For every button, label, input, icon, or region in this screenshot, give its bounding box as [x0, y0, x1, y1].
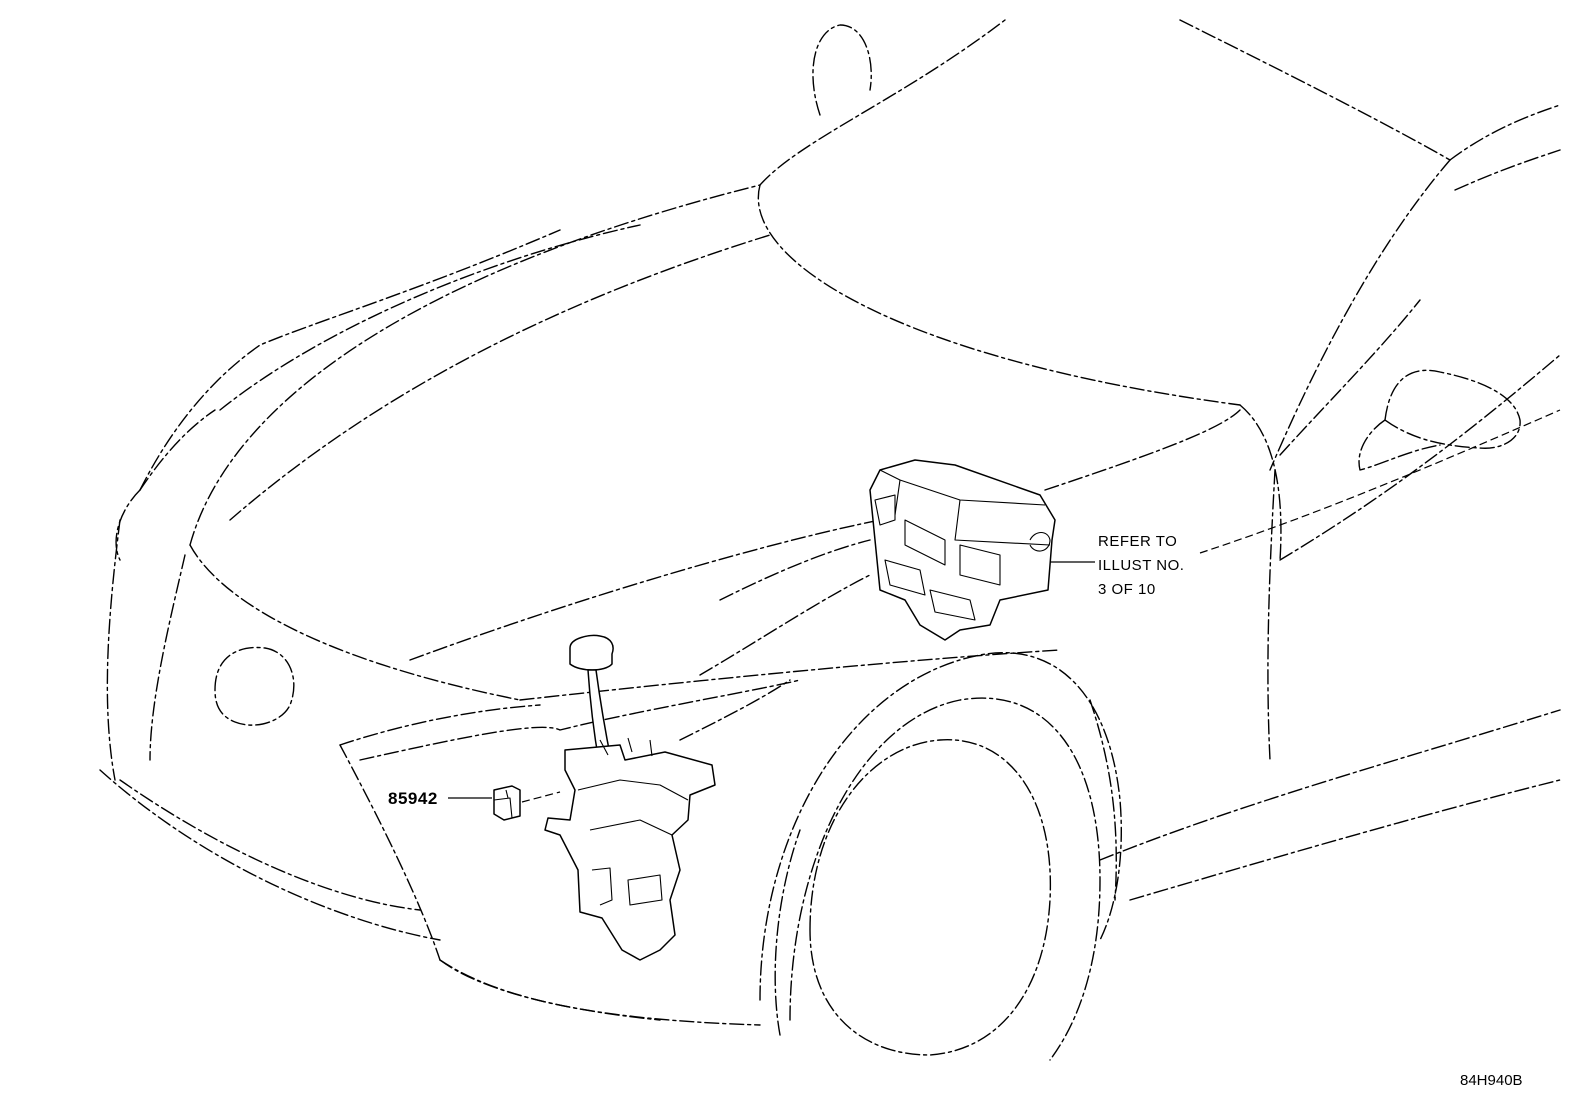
- door-front-edge: [1267, 469, 1276, 761]
- reference-note-line2: ILLUST NO.: [1098, 557, 1184, 574]
- diagram-code-label: 84H940B: [1460, 1072, 1523, 1089]
- vehicle-outline: [99, 19, 1561, 1061]
- hood-top-edge: [189, 184, 761, 546]
- relay-block-cover: [879, 469, 1046, 506]
- reservoir-rib-2: [591, 867, 613, 906]
- inner-fender-line-2: [679, 679, 791, 741]
- relay-85942-body: [493, 785, 521, 821]
- hood-crease-left: [219, 224, 641, 411]
- grille-edge: [119, 779, 421, 911]
- side-crease-lower: [1099, 709, 1561, 861]
- side-mirror: [1384, 369, 1521, 449]
- wheel-arch: [759, 652, 1122, 1001]
- fog-lamp: [214, 646, 295, 726]
- hood-front-edge: [189, 544, 521, 701]
- spindle-grille-right: [339, 704, 541, 746]
- rocker-line: [1129, 779, 1561, 901]
- lower-lip: [439, 959, 661, 1021]
- headlight-inner: [139, 409, 216, 491]
- wheel-rim: [809, 739, 1052, 1056]
- part-85942-relay: [493, 785, 561, 821]
- tire-inner: [774, 829, 801, 1036]
- roof-rear: [1449, 104, 1561, 161]
- antenna-shape: [812, 24, 872, 116]
- relay-block-body: [869, 459, 1056, 641]
- reservoir-pump-port: [599, 737, 653, 757]
- front-face-left: [106, 519, 121, 781]
- relay-block-connector: [1029, 531, 1051, 552]
- mirror-base: [1358, 419, 1441, 471]
- fender-top: [1239, 404, 1282, 561]
- callout-leader-reference-dash: [1199, 409, 1561, 554]
- reservoir-tank: [544, 744, 716, 961]
- relay-block-top-edge: [894, 479, 1051, 546]
- relay-block-assembly: [869, 459, 1056, 641]
- reservoir-cap: [569, 634, 614, 671]
- tire-outer: [789, 697, 1101, 1061]
- hood-crease-mid: [229, 234, 771, 521]
- a-pillar: [1269, 159, 1451, 471]
- relay-block-rib-1: [904, 519, 946, 566]
- front-face-outer: [115, 489, 141, 561]
- inner-fender-line: [359, 679, 801, 761]
- reference-note-line3: 3 OF 10: [1098, 581, 1156, 598]
- relay-block-rib-4: [929, 589, 976, 621]
- side-window-top: [1454, 149, 1561, 191]
- roof-line: [1179, 19, 1451, 161]
- hood-hinge-line-2: [719, 539, 871, 601]
- relay-85942-face: [493, 789, 513, 819]
- relay-block-rib-3: [884, 559, 926, 596]
- relay-85942-leader-dash: [521, 791, 561, 803]
- spindle-grille-left: [339, 744, 441, 961]
- part-number-label: 85942: [388, 789, 438, 808]
- fender-lower: [1089, 699, 1117, 901]
- relay-block-clip: [874, 494, 896, 526]
- hood-inner-line: [409, 519, 881, 661]
- reservoir-rib-1: [589, 819, 673, 836]
- side-window-front: [1279, 299, 1421, 456]
- reservoir-seam: [577, 779, 689, 801]
- relay-block-rib-2: [959, 544, 1001, 586]
- reservoir-rib-3: [627, 874, 663, 906]
- bumper-top: [149, 554, 186, 761]
- windshield-frame: [759, 19, 1006, 186]
- washer-reservoir: [544, 634, 716, 961]
- bumper-lower: [99, 769, 441, 941]
- reference-note-line1: REFER TO: [1098, 533, 1177, 550]
- cowl-line: [1044, 409, 1241, 491]
- bumper-bottom: [439, 959, 761, 1026]
- headlight-upper: [139, 229, 561, 491]
- windshield-base: [757, 184, 1241, 406]
- hood-hinge-line: [699, 574, 871, 676]
- side-crease-upper: [1279, 354, 1561, 561]
